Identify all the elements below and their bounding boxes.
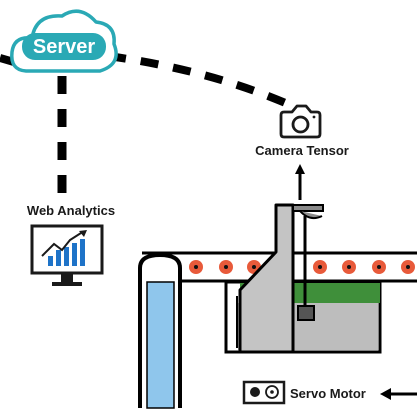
monitor-chart-icon: [30, 224, 104, 286]
pusher-arm: [292, 204, 324, 321]
server-badge: [22, 33, 106, 60]
servo-motor-label: Servo Motor: [290, 386, 366, 401]
conveyor-rollers: [189, 260, 415, 274]
server-label: Server: [33, 36, 95, 58]
server-cloud[interactable]: Server: [10, 9, 118, 73]
sensor-arrow: [295, 164, 305, 200]
collection-container: [138, 252, 182, 409]
servo-motor-icon: [242, 380, 286, 405]
sorting-gate: [238, 203, 295, 354]
camera-label: Camera Tensor: [255, 143, 349, 158]
servo-input-arrow: [380, 388, 417, 400]
camera-icon: [279, 104, 322, 139]
web-analytics-label: Web Analytics: [27, 203, 115, 218]
